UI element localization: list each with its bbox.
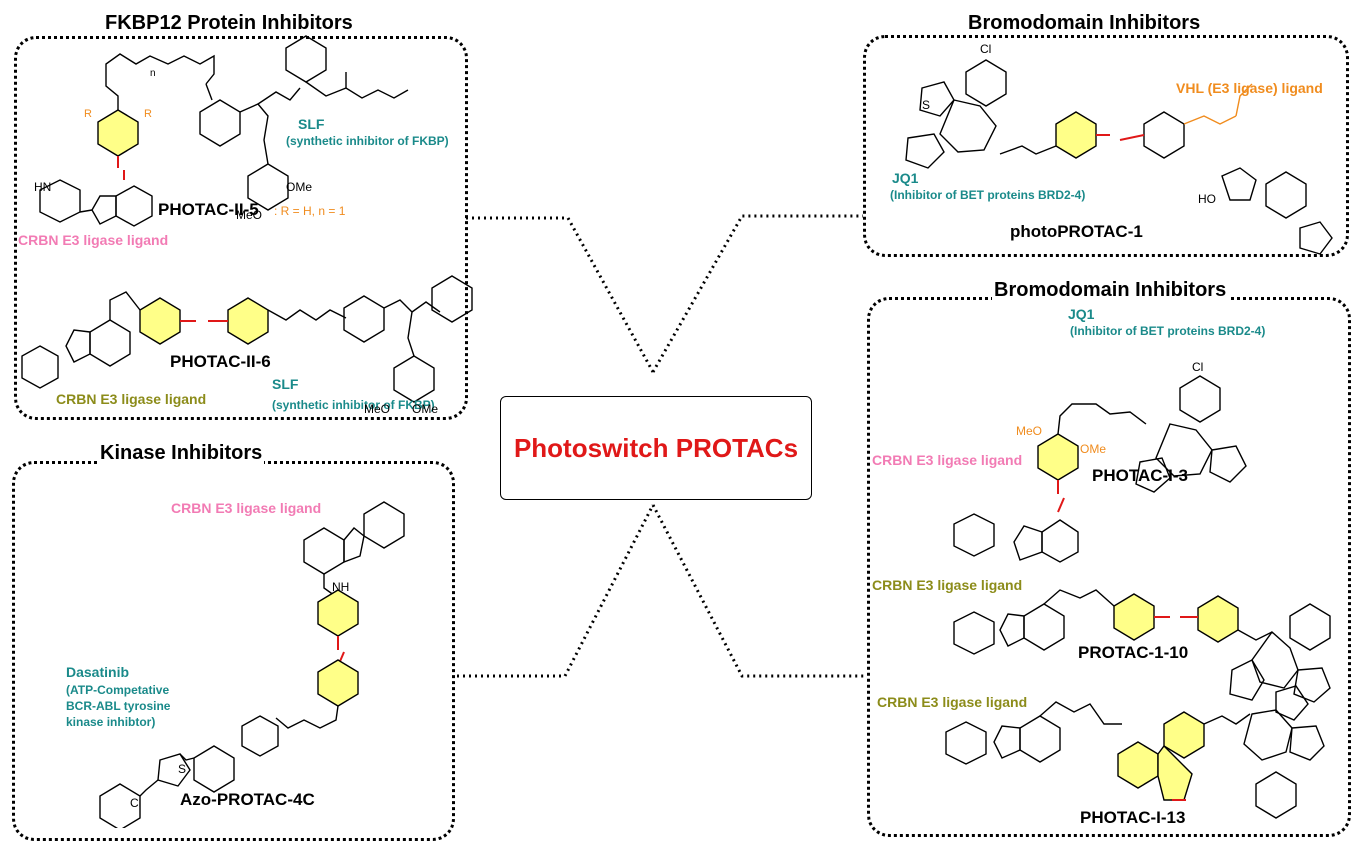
bromo1-thiophene-ring [919,81,955,117]
crbn-label-kinase: CRBN E3 ligase ligand [171,500,322,516]
compound-photac-i-3: PHOTAC-I-3 [1092,466,1189,485]
atom-r-right: R [144,108,152,120]
kinase-glutarimide-ring [363,501,405,549]
bromo1-benzyl-ring [1265,171,1307,219]
bromo2c-diazocine-ring [1157,744,1193,801]
dasatinib-desc-2: BCR-ABL tyrosine [66,699,171,713]
fkbp-section-box [14,36,468,420]
bromo2-thiophene-ring [1209,445,1247,483]
kinase-section-title: Kinase Inhibitors [98,442,265,465]
kinase-piperazine-ring [241,715,279,757]
bromo2c-glutarimide-ring [945,721,987,765]
dasatinib-desc-3: kinase inhibtor) [66,715,156,729]
crbn-label-bromo2-b: CRBN E3 ligase ligand [872,577,1023,593]
bromo2b-aryl-ring-2 [1197,595,1239,643]
bromo2c-chlorophenyl-ring [1255,771,1297,819]
bromo1-hydroxyproline-ring [1221,167,1257,201]
atom-s-bromo1: S [922,98,931,112]
bromo1-section-box [863,35,1349,257]
bromo2c-thiophene-ring [1289,725,1325,761]
fkbp2-glutarimide-ring [21,345,59,389]
bromo2c-triazole-ring [1275,685,1309,721]
kinase-section-box [12,461,455,841]
atom-cl-kinase: Cl [130,796,142,810]
atom-cl-bromo1: Cl [980,42,992,56]
bromo2-triazole-ring [1135,457,1171,493]
slf-label-2: SLF [272,376,299,392]
bromo2-structures [945,375,1331,819]
center-title: Photoswitch PROTACs [513,432,799,463]
crbn-label-bromo2-a: CRBN E3 ligase ligand [872,452,1023,468]
slf-desc-2: (synthetic inhibitor of FKBP) [272,398,435,412]
crbn-label-fkbp-2: CRBN E3 ligase ligand [56,391,207,407]
atom-hn-fkbp: HN [34,180,52,194]
compound-protac-1-10: PROTAC-1-10 [1078,643,1189,662]
fkbp-dimethoxy-ring [247,163,289,211]
bromo2-diazepine-ring [1155,423,1213,477]
dasatinib-label: Dasatinib [66,664,130,680]
slf-label-1: SLF [298,116,325,132]
crbn-label-bromo2-c: CRBN E3 ligase ligand [877,694,1028,710]
compound-photoprotac-1: photoPROTAC-1 [1010,222,1143,241]
jq1-desc-bromo1: (Inhibitor of BET proteins BRD2-4) [890,188,1086,202]
connector-top-right [651,214,863,373]
atom-nh-kinase: NH [332,580,350,594]
connector-top-left [466,216,655,373]
bromo1-thiazole-ring [1299,221,1333,255]
compound-photac-i-13: PHOTAC-I-13 [1080,808,1186,827]
fkbp-glutarimide-ring [39,179,81,223]
bromo2b-triazole-ring [1229,659,1265,701]
fkbp2-piperidine-ring [431,275,473,323]
bromo1-chlorophenyl-ring [965,59,1007,107]
kinase-structures [99,501,405,828]
atom-ome-fkbp2: OMe [412,402,439,416]
atom-cl-bromo2: Cl [1192,360,1204,374]
compound-photac-ii-5: PHOTAC-II-5 [158,200,259,219]
connector-bottom-left [457,504,655,678]
compound-azo-protac-4c: Azo-PROTAC-4C [180,790,315,809]
atom-r-left: R [84,108,92,120]
bromo2-section-title: Bromodomain Inhibitors [992,279,1229,302]
atom-ho-bromo1: HO [1198,192,1216,206]
dasatinib-desc-1: (ATP-Competative [66,683,170,697]
connector-bottom-right [651,504,867,678]
compound-photac-ii-6: PHOTAC-II-6 [170,352,271,371]
fkbp2-dimethoxy-ring [393,355,435,403]
fkbp-structures [21,35,473,403]
bromo1-fluoro-ring-1 [1055,111,1097,159]
connector-lines [457,214,867,678]
atom-s-kinase: S [178,762,187,776]
bromo2-section-box [867,297,1351,837]
jq1-desc-bromo2: (Inhibitor of BET proteins BRD2-4) [1070,324,1266,338]
atom-meo-fkbp2: MeO [364,402,391,416]
vhl-label: VHL (E3 ligase) ligand [1176,80,1323,96]
fkbp-section-title: FKBP12 Protein Inhibitors [103,12,355,35]
bromo2b-chlorophenyl-ring [1289,603,1331,651]
atom-meo-fkbp: MeO [236,208,263,222]
bromo1-structures [905,59,1333,255]
atom-ome-fkbp: OMe [286,180,313,194]
atom-meo-bromo2: MeO [1016,424,1043,438]
bromo2b-thiophene-ring [1293,667,1331,703]
bromo2-glutarimide-ring [953,513,995,557]
jq1-label-bromo1: JQ1 [892,170,919,186]
center-box: Photoswitch PROTACs [500,396,812,500]
crbn-label-fkbp-1: CRBN E3 ligase ligand [18,232,169,248]
bromo2-chlorophenyl-ring [1179,375,1221,423]
jq1-label-bromo2: JQ1 [1068,306,1095,322]
atom-n-label: n [150,68,156,79]
bromo1-diazepine-ring [939,99,997,153]
photac-ii-5-substituents: : R = H, n = 1 [274,204,346,218]
bromo2b-glutarimide-ring [953,611,995,655]
atom-ome-bromo2: OMe [1080,442,1107,456]
bromo1-section-title: Bromodomain Inhibitors [966,12,1203,35]
bromo1-triazole-ring [905,133,945,169]
slf-desc-1: (synthetic inhibitor of FKBP) [286,134,449,148]
kinase-thiazole-ring [157,753,191,787]
